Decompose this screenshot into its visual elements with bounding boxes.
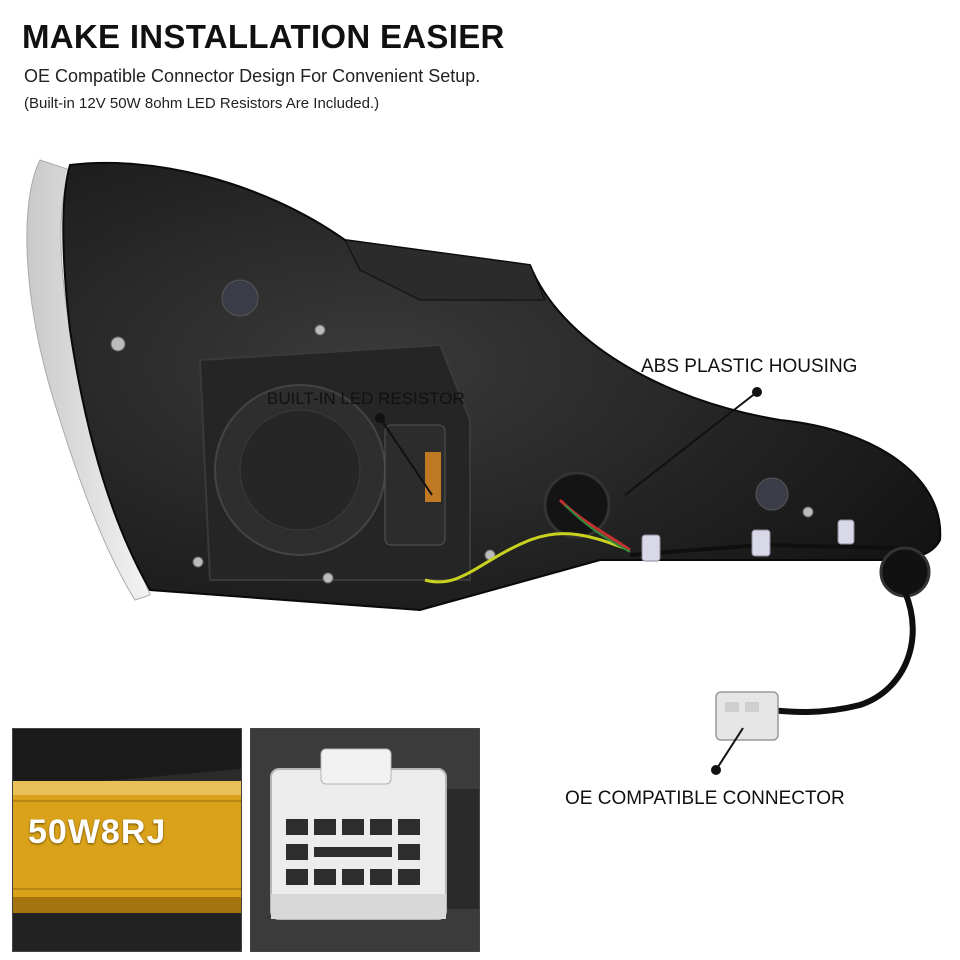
- housing-flange: [344, 239, 546, 301]
- callout-resistor: BUILT-IN LED RESISTOR: [267, 389, 465, 408]
- connector-closeup-inset: [250, 728, 480, 952]
- socket-small-1: [221, 279, 259, 317]
- pigtail-cable: [769, 590, 916, 715]
- housing-body: [62, 161, 942, 612]
- resistor-marking: 50W8RJ: [28, 813, 167, 851]
- oe-connector-plug: [715, 691, 779, 741]
- resistor-note: (Built-in 12V 50W 8ohm LED Resistors Are…: [24, 95, 380, 112]
- subheadline: OE Compatible Connector Design For Conve…: [24, 66, 481, 86]
- lens-edge: [26, 159, 151, 601]
- leader-housing: [624, 391, 758, 496]
- pigtail-grommet: [879, 546, 931, 598]
- yellow-green-wire: [424, 532, 631, 584]
- callout-connector: OE COMPATIBLE CONNECTOR: [565, 788, 845, 809]
- headline: MAKE INSTALLATION EASIER: [22, 18, 505, 55]
- resistor-closeup-image: [13, 729, 241, 951]
- connector-closeup-image: [251, 729, 479, 951]
- grommet-main: [543, 471, 611, 539]
- callout-housing: ABS PLASTIC HOUSING: [641, 356, 858, 377]
- leader-resistor: [379, 417, 433, 496]
- resistor-closeup-inset: [12, 728, 242, 952]
- socket-small-2: [755, 477, 789, 511]
- leader-connector: [715, 727, 744, 771]
